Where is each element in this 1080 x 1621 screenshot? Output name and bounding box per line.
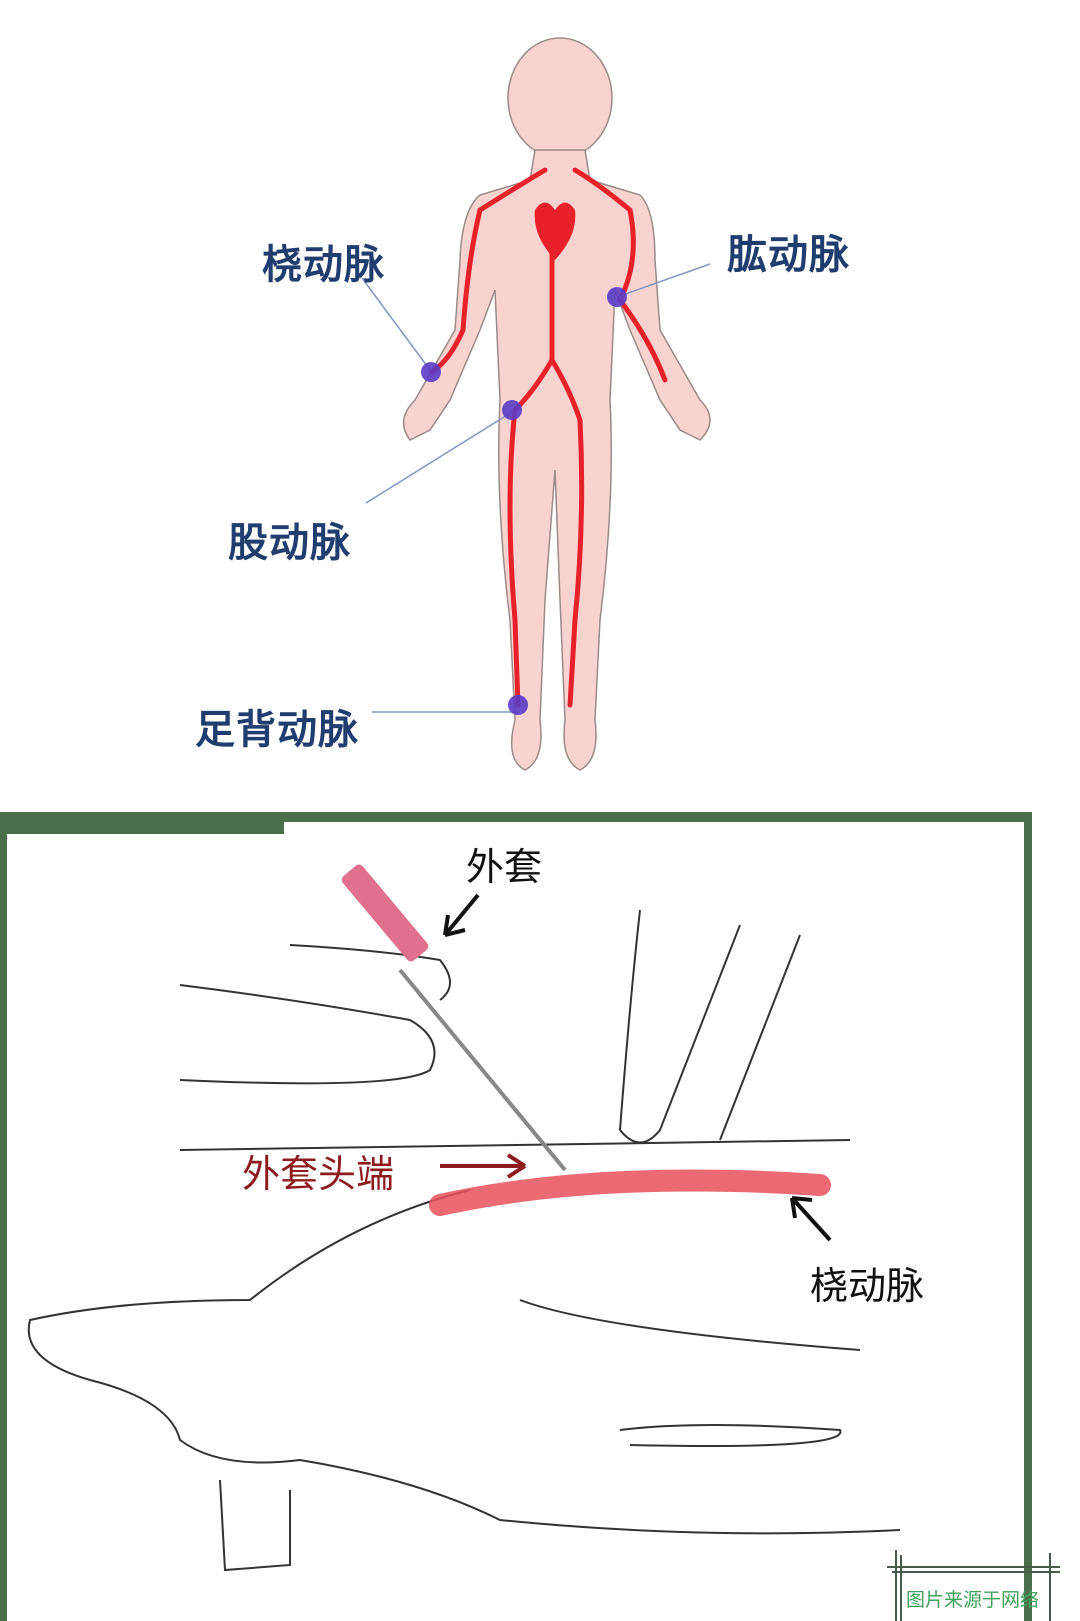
label-sheath-tip: 外套头端 xyxy=(242,1152,395,1196)
arrows xyxy=(440,893,832,1242)
body-artery-diagram xyxy=(361,37,711,771)
label-dorsalis-pedis-artery: 足背动脉 xyxy=(195,707,359,753)
heart xyxy=(534,202,576,260)
hands-wrist xyxy=(27,909,901,1572)
watermark: 图片来源于网络 xyxy=(906,1589,1040,1611)
label-radial-artery: 桡动脉 xyxy=(262,242,385,288)
label-sheath: 外套 xyxy=(466,845,543,889)
pulse-markers xyxy=(421,287,627,715)
arteries xyxy=(429,167,668,708)
label-radial-artery-bottom: 桡动脉 xyxy=(810,1264,925,1308)
radial-artery-vessel xyxy=(429,1169,831,1216)
human-body xyxy=(402,37,711,771)
green-frame xyxy=(0,812,1032,1621)
catheter-hub xyxy=(341,864,429,962)
label-femoral-artery: 股动脉 xyxy=(228,520,351,566)
catheter-needle xyxy=(398,968,567,1172)
leader-lines xyxy=(361,263,711,713)
label-brachial-artery: 肱动脉 xyxy=(727,232,850,278)
